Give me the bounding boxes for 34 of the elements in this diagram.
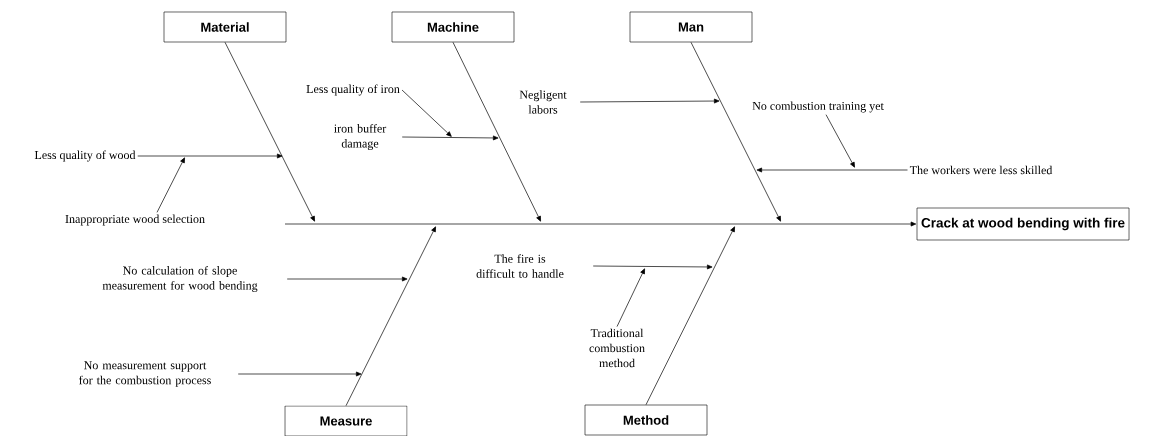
category-box: Man bbox=[629, 11, 753, 43]
category-box: Material bbox=[163, 11, 287, 43]
cause-label: Traditional combustion method bbox=[589, 328, 645, 368]
arrow bbox=[156, 157, 185, 213]
arrow bbox=[286, 276, 408, 282]
arrow bbox=[645, 226, 735, 406]
category-box: Measure bbox=[284, 405, 408, 436]
arrow bbox=[616, 268, 645, 327]
arrow bbox=[452, 41, 541, 222]
arrow bbox=[579, 98, 720, 104]
effect-box: Crack at wood bending with fire bbox=[916, 207, 1130, 241]
cause-label: No combustion training yet bbox=[752, 101, 884, 113]
arrow bbox=[592, 264, 713, 270]
arrow bbox=[756, 167, 908, 173]
category-box: Machine bbox=[391, 11, 515, 43]
arrow bbox=[345, 226, 436, 407]
arrow bbox=[237, 371, 362, 377]
cause-label: No calculation of slope measurement for wood bending bbox=[102, 266, 258, 292]
cause-label: No measurement support for the combustion process bbox=[79, 361, 211, 387]
arrow bbox=[224, 41, 315, 222]
cause-label: The fire is difficult to handle bbox=[476, 254, 564, 278]
cause-label: Less quality of iron bbox=[306, 84, 400, 96]
cause-label: Negligent labors bbox=[519, 90, 567, 114]
spine-arrow bbox=[284, 221, 917, 227]
arrow bbox=[825, 114, 855, 168]
arrow bbox=[401, 135, 499, 141]
arrow bbox=[690, 41, 781, 222]
cause-label: Inappropriate wood selection bbox=[65, 214, 205, 226]
arrow bbox=[401, 89, 452, 137]
category-box: Method bbox=[584, 404, 708, 436]
arrow bbox=[137, 153, 283, 159]
cause-label: The workers were less skilled bbox=[909, 165, 1053, 175]
cause-label: iron buffer damage bbox=[334, 124, 387, 150]
cause-label: Less quality of wood bbox=[34, 150, 136, 162]
